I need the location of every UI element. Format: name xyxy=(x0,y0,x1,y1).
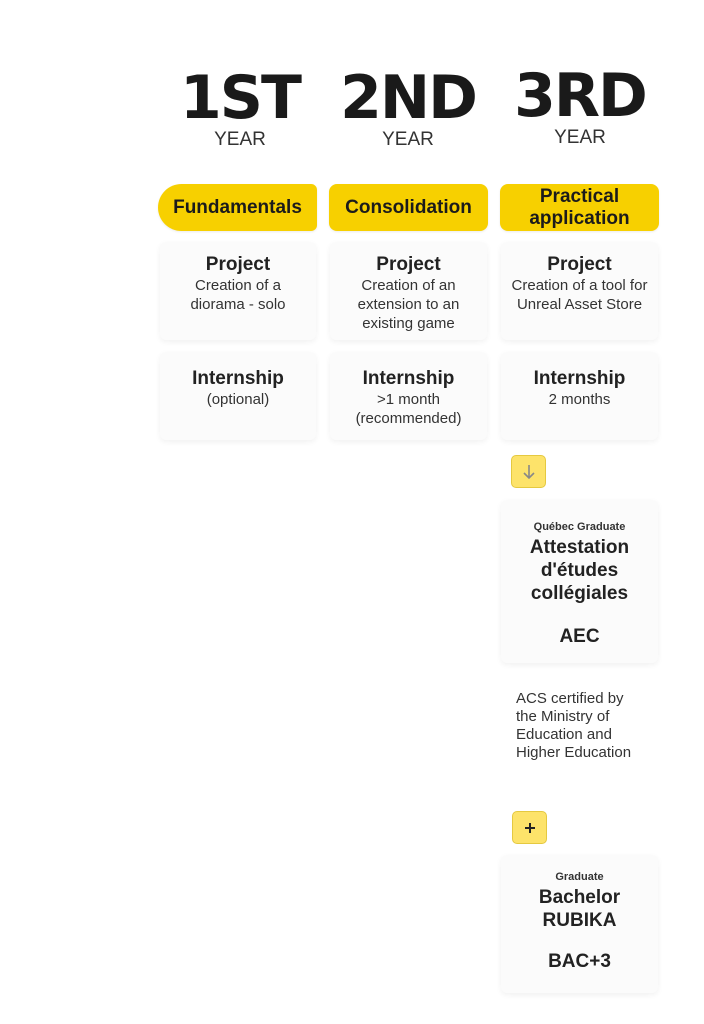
phase-consolidation: Consolidation xyxy=(329,184,488,231)
project-title: Project xyxy=(376,254,441,275)
internship-duration: (optional) xyxy=(206,391,270,408)
aec-code: AEC xyxy=(559,626,600,647)
project-title: Project xyxy=(547,254,612,275)
internship-card-3: Internship 2 months xyxy=(501,352,658,440)
year-1-header: 1ST YEAR xyxy=(170,68,310,150)
year-1-number: 1ST xyxy=(180,63,302,133)
year-1-label: YEAR xyxy=(214,129,266,150)
phase-practical-application: Practical application xyxy=(500,184,659,231)
year-2-header: 2ND YEAR xyxy=(328,68,488,150)
bachelor-card: Graduate Bachelor RUBIKA BAC+3 xyxy=(501,855,658,993)
year-3-number: 3RD xyxy=(514,61,648,131)
project-card-3: Project Creation of a tool for Unreal As… xyxy=(501,242,658,340)
aec-title: Attestation d'études collégiales xyxy=(529,537,630,604)
phase-fundamentals: Fundamentals xyxy=(158,184,317,231)
internship-duration: >1 month (recommended) xyxy=(355,391,462,427)
project-card-1: Project Creation of a diorama - solo xyxy=(160,242,316,340)
plus-glyph xyxy=(524,822,535,833)
plus-icon xyxy=(512,811,547,844)
arrow-down-glyph xyxy=(522,464,535,479)
year-3-label: YEAR xyxy=(554,127,606,148)
year-2-number: 2ND xyxy=(340,63,478,133)
internship-card-2: Internship >1 month (recommended) xyxy=(330,352,487,440)
internship-title: Internship xyxy=(192,368,284,389)
bachelor-code: BAC+3 xyxy=(548,951,611,972)
bachelor-title: Bachelor RUBIKA xyxy=(538,887,621,931)
arrow-down-icon xyxy=(511,455,546,488)
project-title: Project xyxy=(205,254,271,275)
project-description: Creation of a diorama - solo xyxy=(190,277,286,313)
internship-duration: 2 months xyxy=(548,391,611,408)
internship-title: Internship xyxy=(533,368,626,389)
aec-card: Québec Graduate Attestation d'études col… xyxy=(501,500,658,663)
internship-card-1: Internship (optional) xyxy=(160,352,316,440)
year-2-label: YEAR xyxy=(382,129,434,150)
bachelor-caption: Graduate xyxy=(555,871,604,883)
aec-caption: Québec Graduate xyxy=(533,521,626,533)
phase-practical-application-label: Practical application xyxy=(529,185,630,229)
project-card-2: Project Creation of an extension to an e… xyxy=(330,242,487,340)
acs-certification-note: ACS certified by the Ministry of Educati… xyxy=(516,690,632,761)
project-description: Creation of a tool for Unreal Asset Stor… xyxy=(511,277,648,313)
internship-title: Internship xyxy=(362,368,455,389)
year-3-header: 3RD YEAR xyxy=(500,66,660,148)
project-description: Creation of an extension to an existing … xyxy=(357,277,460,332)
